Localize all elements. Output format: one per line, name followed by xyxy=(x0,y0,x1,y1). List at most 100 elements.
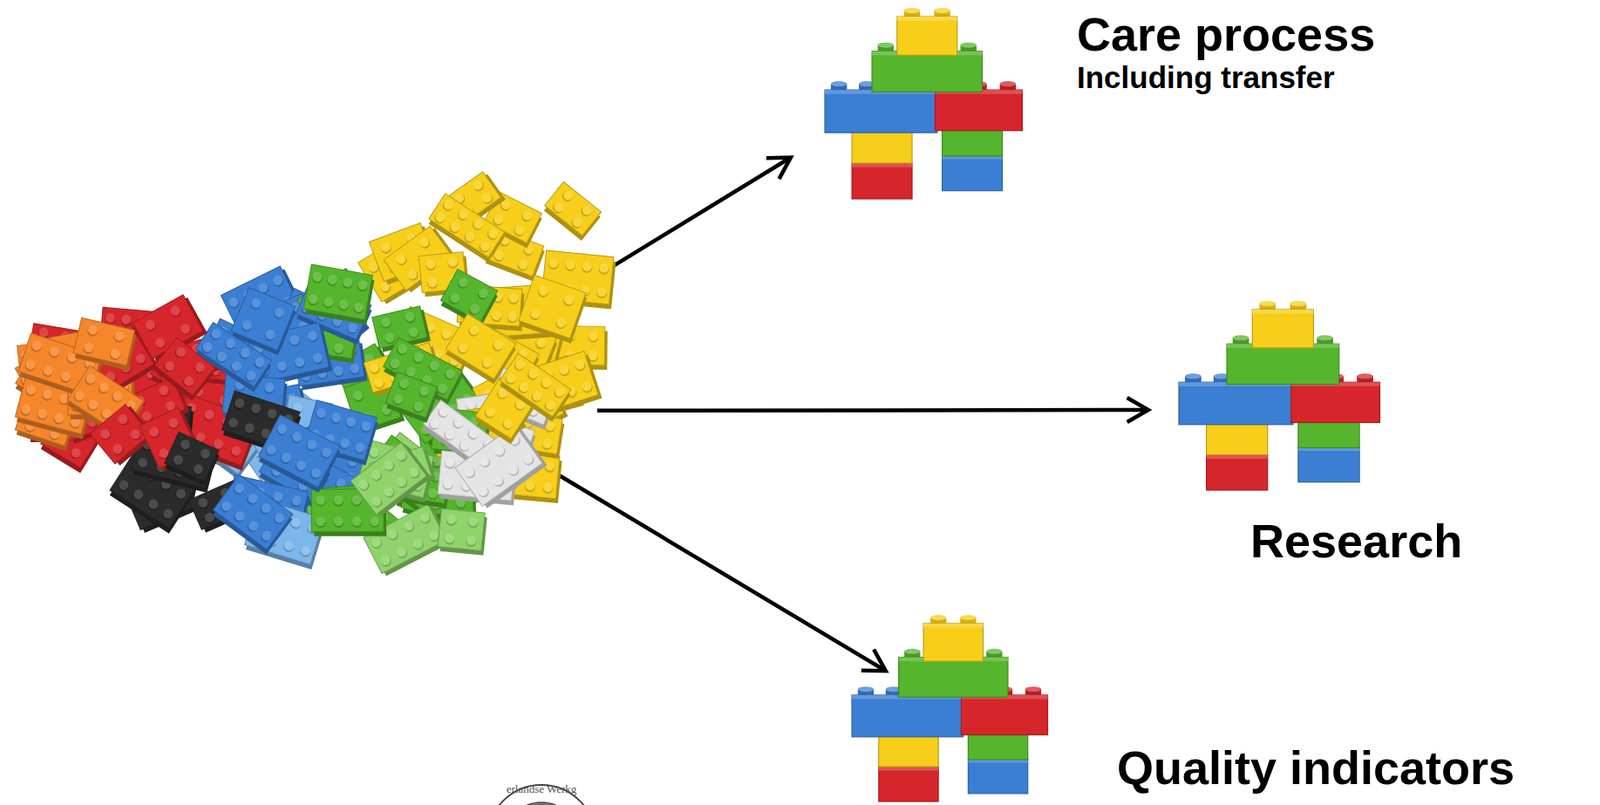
brick-stud xyxy=(445,514,457,526)
brick-stud-top xyxy=(468,302,482,316)
pile-brick xyxy=(302,264,375,325)
brick-stud-top xyxy=(288,333,300,346)
brick-stud-top xyxy=(480,190,494,205)
brick-stud-top xyxy=(394,251,408,266)
brick-stud xyxy=(417,235,433,251)
brick-stud xyxy=(394,342,409,357)
brick-stud-top xyxy=(507,311,518,322)
brick-stud xyxy=(476,239,492,255)
brick-stud xyxy=(359,421,373,435)
brick-stud-top xyxy=(322,296,334,308)
brick-stud xyxy=(407,326,420,340)
brick-stud-top xyxy=(537,284,550,297)
brick-stud-top xyxy=(146,497,160,511)
brick-stud-top xyxy=(481,355,495,369)
brick-stud-top xyxy=(599,262,610,273)
brick-stud-top xyxy=(476,286,491,300)
brick-stud-top xyxy=(341,276,354,288)
brick-stud-top xyxy=(381,458,395,472)
brick-stud xyxy=(231,482,246,498)
brick-stud xyxy=(345,321,360,336)
brick-stud-top xyxy=(25,383,37,395)
brick-stud-top xyxy=(561,188,575,202)
brick-stud xyxy=(197,448,212,463)
brick-stud xyxy=(403,311,416,324)
brick-stud-top xyxy=(84,372,98,386)
brick-stud xyxy=(293,356,307,369)
brick-stud-top xyxy=(520,209,534,223)
brick-stud-top xyxy=(264,381,275,393)
brick-stud xyxy=(540,438,553,451)
brick-stud-top xyxy=(408,326,420,338)
brick-stud xyxy=(115,412,131,428)
brick-stud-top xyxy=(128,427,142,441)
brick-stud-top xyxy=(369,494,383,508)
brick-stud-top xyxy=(427,277,438,288)
brick-stud xyxy=(85,398,101,414)
brick-stud-top xyxy=(352,388,365,402)
brick-stud-top xyxy=(563,293,576,307)
brick-stud xyxy=(222,337,238,353)
brick-stud xyxy=(136,457,150,471)
brick-stud xyxy=(456,276,470,291)
brick-stud xyxy=(551,200,566,216)
brick-stud xyxy=(581,261,593,273)
brick-stud-top xyxy=(104,313,116,324)
brick-stud-top xyxy=(395,342,409,356)
brick-stud xyxy=(178,322,193,337)
brick-stud xyxy=(306,330,320,343)
brick-face xyxy=(385,371,437,418)
brick-stud xyxy=(166,416,181,431)
brick-stud-top xyxy=(456,207,470,221)
brick-stud-top xyxy=(501,416,515,430)
brick-stud xyxy=(311,272,324,285)
brick-stud xyxy=(40,388,55,402)
brick-stud xyxy=(258,529,273,545)
brick-stud xyxy=(333,366,346,379)
brick-stud-top xyxy=(444,456,456,468)
brick-stud-top xyxy=(87,324,99,336)
brick-stud xyxy=(326,274,339,287)
brick-stud-top xyxy=(388,356,402,370)
brick-stud-top xyxy=(86,397,100,411)
brick-face xyxy=(73,317,135,366)
brick-stud-top xyxy=(20,403,32,416)
brick-stud xyxy=(245,519,260,535)
brick-stud xyxy=(190,462,205,477)
brick-stud xyxy=(177,438,192,453)
brick-stud-top xyxy=(353,301,365,314)
brick-stud xyxy=(578,204,594,219)
brick-stud xyxy=(432,211,448,226)
brick-stud-top xyxy=(465,398,477,409)
brick-stud-top xyxy=(357,279,369,291)
brick-stud-top xyxy=(380,316,392,328)
brick-stud xyxy=(544,461,556,473)
brick-stud xyxy=(95,381,111,396)
brick-stud xyxy=(157,384,172,399)
brick-stud-top xyxy=(383,332,395,344)
brick-stud xyxy=(558,364,572,378)
brick-stud xyxy=(369,517,381,528)
brick-stud-top xyxy=(97,381,111,395)
pile-brick xyxy=(383,371,440,423)
brick-stud xyxy=(373,377,387,391)
brick-stud-top xyxy=(446,513,457,525)
brick-stud xyxy=(447,292,462,307)
pile-brick xyxy=(426,193,507,263)
brick-stud xyxy=(23,359,37,373)
brick-stud xyxy=(109,389,125,405)
pile-brick xyxy=(541,181,603,241)
brick-stud-top xyxy=(315,407,328,420)
brick-stud xyxy=(511,224,526,239)
brick-stud xyxy=(485,227,501,243)
brick-stud xyxy=(315,496,327,507)
brick-stud xyxy=(202,408,217,423)
brick-stud-top xyxy=(259,501,273,515)
brick-stud-top xyxy=(73,388,87,402)
brick-stud xyxy=(427,359,442,374)
brick-stud xyxy=(58,370,72,384)
brick-stud-top xyxy=(462,465,477,479)
brick-stud-top xyxy=(243,422,256,435)
brick-stud xyxy=(465,427,481,443)
brick-stud xyxy=(467,517,479,529)
